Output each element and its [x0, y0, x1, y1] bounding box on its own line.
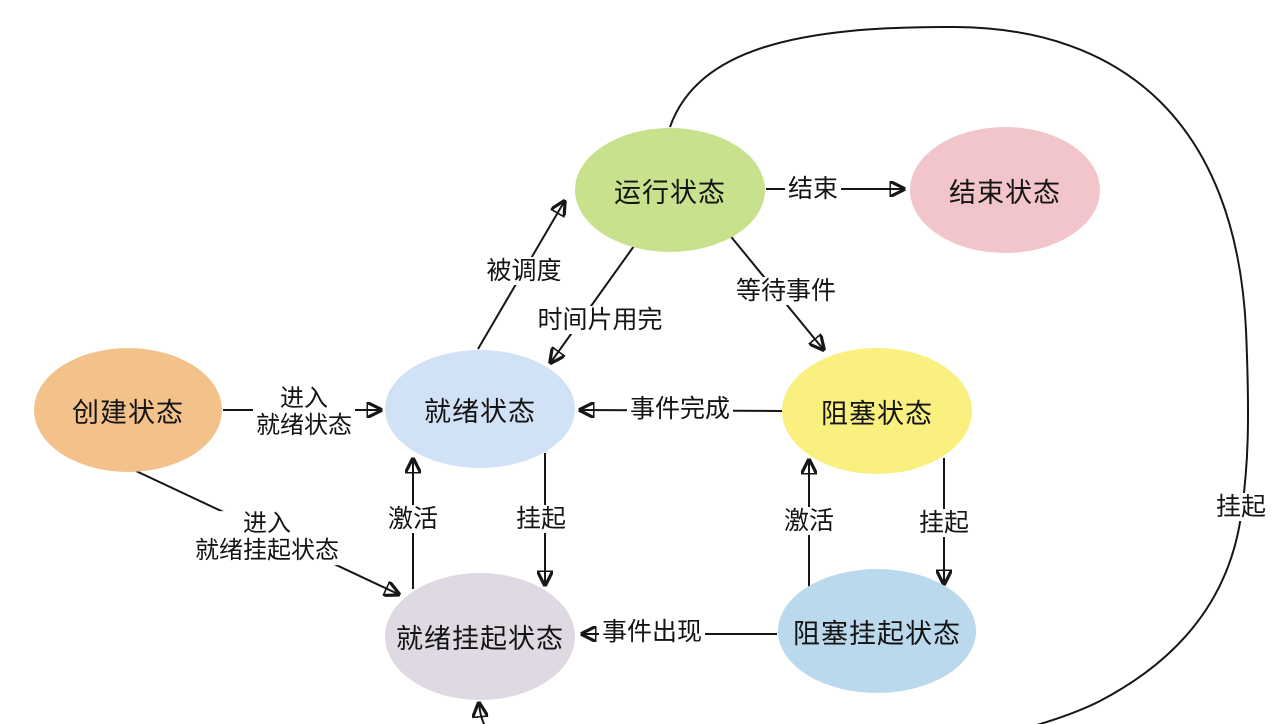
edge-label-suspend-blocked: 挂起 [915, 509, 973, 537]
edge-label-enter-ready-line2: 就绪状态 [256, 412, 352, 439]
node-running-state: 运行状态 [575, 128, 765, 252]
edge-label-suspend-running: 挂起 [1212, 493, 1270, 521]
node-running-state-label: 运行状态 [614, 177, 726, 208]
node-ready-state-label: 就绪状态 [424, 396, 536, 427]
node-blocked-state: 阻塞状态 [782, 348, 972, 474]
edge-label-event-occur: 事件出现 [598, 618, 706, 646]
edge-label-scheduled: 被调度 [483, 257, 565, 285]
node-ready-suspended-state-label: 就绪挂起状态 [396, 624, 564, 654]
edge-label-activate-blocked: 激活 [780, 507, 838, 535]
node-created-state: 创建状态 [34, 348, 222, 472]
node-ready-state: 就绪状态 [385, 350, 575, 468]
node-blocked-suspended-state: 阻塞挂起状态 [778, 569, 976, 693]
edge-label-event-complete: 事件完成 [626, 395, 734, 423]
edge-timeslice-expired [551, 245, 635, 362]
node-finished-state-label: 结束状态 [949, 177, 1061, 208]
edge-label-enter-ready-line1: 进入 [280, 385, 328, 413]
edge-label-enter-ready: 进入 就绪状态 [253, 385, 355, 440]
edge-label-enter-ready-suspended-line2: 就绪挂起状态 [195, 537, 339, 564]
edge-label-finish: 结束 [784, 175, 842, 203]
node-finished-state: 结束状态 [910, 127, 1100, 253]
edge-label-activate-ready: 激活 [384, 505, 442, 533]
node-blocked-suspended-state-label: 阻塞挂起状态 [793, 618, 961, 649]
node-blocked-state-label: 阻塞状态 [821, 398, 933, 429]
edge-label-suspend-ready: 挂起 [512, 505, 570, 533]
edge-label-enter-ready-suspended-line1: 进入 [243, 510, 291, 538]
node-ready-suspended-state: 就绪挂起状态 [385, 573, 575, 700]
edge-label-enter-ready-suspended: 进入 就绪挂起状态 [192, 510, 342, 565]
edge-label-wait-event: 等待事件 [732, 277, 840, 305]
edge-label-timeslice-expired: 时间片用完 [534, 306, 666, 334]
node-created-state-label: 创建状态 [72, 397, 184, 428]
